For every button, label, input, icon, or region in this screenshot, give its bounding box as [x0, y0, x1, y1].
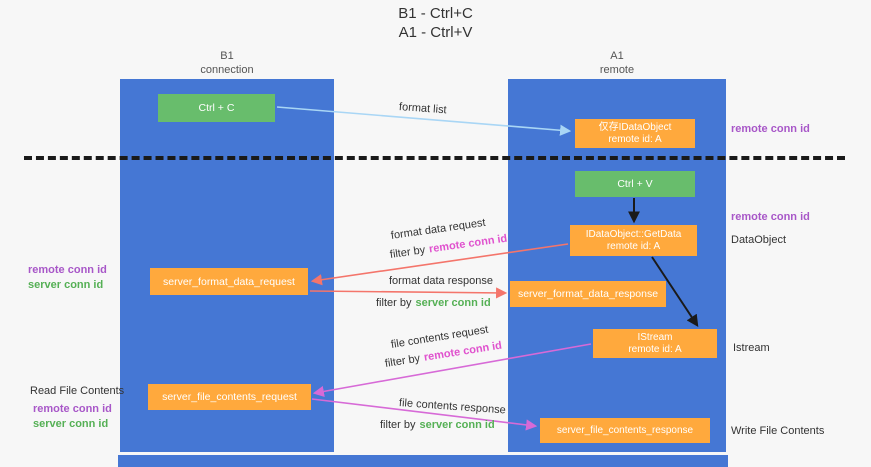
- server-file-contents-request-label: server_file_contents_request: [162, 391, 297, 403]
- ctrl-c-label: Ctrl + C: [198, 102, 235, 114]
- getdata-box: IDataObject::GetData remote id: A: [570, 225, 697, 256]
- server-conn-id-annotation-left-2: server conn id: [33, 418, 109, 430]
- arrow-format-data-response: [309, 287, 508, 299]
- remote-conn-id-text: remote conn id: [428, 232, 508, 256]
- server-file-contents-response-label: server_file_contents_response: [556, 424, 694, 436]
- server-file-contents-response-box: server_file_contents_response: [540, 418, 710, 443]
- format-list-label: format list: [398, 101, 447, 117]
- filter-by-text: filter by: [389, 244, 426, 261]
- remote-conn-id-annotation-left-1: remote conn id: [28, 264, 107, 276]
- lane-a1-title: A1: [610, 50, 624, 62]
- remote-conn-id-annotation-mid: remote conn id: [731, 211, 810, 223]
- diagram-title-line2: A1 - Ctrl+V: [398, 24, 473, 41]
- istream-line2: remote id: A: [628, 343, 682, 355]
- server-format-data-request-box: server_format_data_request: [150, 268, 308, 295]
- getdata-line1: IDataObject::GetData: [585, 228, 682, 240]
- remote-conn-id-annotation-top: remote conn id: [731, 123, 810, 135]
- lane-header-a1: A1 remote: [508, 49, 726, 77]
- lane-a1-subtitle: remote: [599, 64, 635, 76]
- server-format-data-request-label: server_format_data_request: [163, 275, 295, 288]
- diagram-title-line1: B1 - Ctrl+C: [398, 5, 473, 22]
- copy-paste-separator-line: [24, 156, 845, 160]
- read-file-contents-annotation: Read File Contents: [30, 385, 125, 397]
- lane-b1-title: B1: [220, 50, 234, 62]
- filter-by-text: filter by: [376, 297, 412, 309]
- server-file-contents-request-box: server_file_contents_request: [148, 384, 311, 410]
- filter-by-text: filter by: [384, 352, 421, 370]
- ctrl-c-box: Ctrl + C: [158, 94, 275, 122]
- idataobject-line1: 仅存IDataObject: [598, 121, 672, 133]
- server-conn-id-annotation-left-1: server conn id: [28, 279, 104, 291]
- getdata-line2: remote id: A: [606, 240, 661, 252]
- server-conn-id-text: server conn id: [415, 297, 491, 309]
- istream-box: IStream remote id: A: [593, 329, 717, 358]
- write-file-contents-annotation: Write File Contents: [731, 425, 825, 437]
- lane-header-b1: B1 connection: [120, 49, 334, 77]
- lane-b1-subtitle: connection: [200, 64, 254, 76]
- istream-annotation: Istream: [733, 342, 770, 354]
- format-data-response-label: format data response: [389, 275, 493, 287]
- filter-by-text: filter by: [380, 419, 416, 431]
- idataobject-line2: remote id: A: [608, 133, 662, 145]
- server-format-data-response-label: server_format_data_response: [517, 288, 659, 300]
- server-conn-id-text: server conn id: [419, 419, 495, 431]
- bottom-bar: [118, 455, 728, 467]
- istream-line1: IStream: [637, 331, 673, 343]
- server-format-data-response-box: server_format_data_response: [510, 281, 666, 307]
- dataobject-annotation: DataObject: [731, 234, 787, 246]
- ctrl-v-label: Ctrl + V: [617, 178, 653, 190]
- idataobject-box: 仅存IDataObject remote id: A: [575, 119, 695, 148]
- file-contents-response-label: file contents response: [398, 397, 507, 417]
- ctrl-v-box: Ctrl + V: [575, 171, 695, 197]
- remote-conn-id-annotation-left-2: remote conn id: [33, 403, 112, 415]
